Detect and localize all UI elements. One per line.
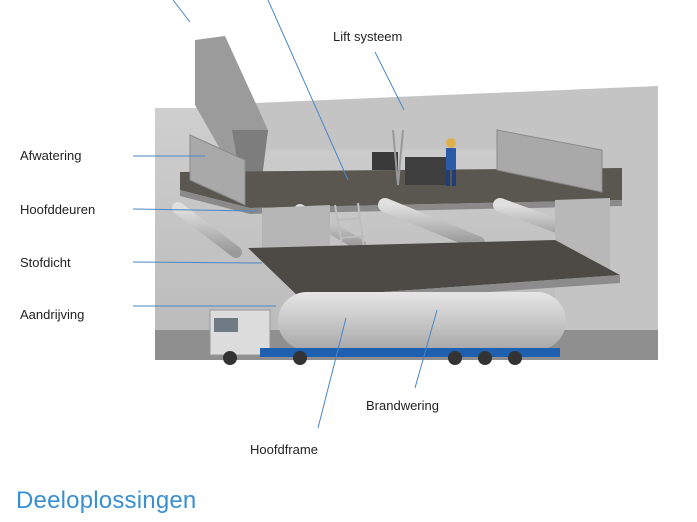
truck-wheels	[223, 351, 522, 365]
pipe-3	[378, 198, 485, 250]
railing-right	[496, 129, 603, 193]
railing-left	[189, 134, 246, 206]
label-stofdicht: Stofdicht	[20, 255, 71, 270]
worker-figure	[446, 148, 456, 170]
deck-box	[372, 152, 398, 170]
label-brandwering: Brandwering	[366, 398, 439, 413]
lower-deck	[248, 240, 620, 298]
label-afwatering: Afwatering	[20, 148, 82, 163]
label-hoofdframe: Hoofdframe	[250, 442, 318, 457]
truck-cab	[209, 309, 271, 356]
label-hoofddeuren: Hoofddeuren	[20, 202, 96, 217]
pipe-1	[172, 202, 242, 258]
label-lift-systeem: Lift systeem	[333, 29, 403, 44]
truck-tank	[278, 292, 566, 350]
label-aandrijving: Aandrijving	[20, 307, 85, 322]
deck-machine	[405, 157, 450, 185]
slide-title: Deeloplossingen	[16, 487, 197, 514]
truck-chassis	[260, 348, 560, 357]
